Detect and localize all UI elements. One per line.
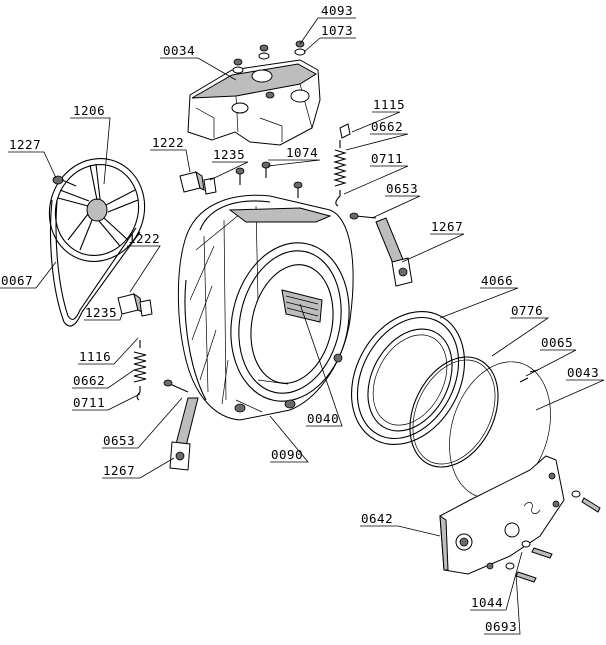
part-labels: 4093 1073 0034 1206 1115 0662 1227 1222 …	[1, 3, 599, 634]
label-1267-lower: 1267	[103, 463, 135, 478]
label-0065: 0065	[541, 335, 573, 350]
label-0653-lower: 0653	[103, 433, 135, 448]
label-0653-upper: 0653	[386, 181, 418, 196]
label-1227: 1227	[9, 137, 41, 152]
label-1235-lower: 1235	[85, 305, 117, 320]
label-1235-upper: 1235	[213, 147, 245, 162]
label-0642: 0642	[361, 511, 393, 526]
label-0776: 0776	[511, 303, 543, 318]
label-0043: 0043	[567, 365, 599, 380]
hinge-screws	[505, 490, 601, 583]
label-1116: 1116	[79, 349, 111, 364]
leader-lines	[0, 17, 605, 635]
label-0090: 0090	[271, 447, 303, 462]
shock-absorber-right	[349, 212, 413, 287]
label-1074: 1074	[286, 145, 318, 160]
label-1044: 1044	[471, 595, 503, 610]
label-0662-upper: 0662	[371, 119, 403, 134]
label-1206: 1206	[73, 103, 105, 118]
suspension-spring-left	[133, 340, 147, 401]
door-gasket	[350, 310, 466, 446]
label-0693: 0693	[485, 619, 517, 634]
label-0711-upper: 0711	[371, 151, 403, 166]
label-1115: 1115	[373, 97, 405, 112]
drive-belt	[49, 199, 141, 327]
label-0034: 0034	[163, 43, 195, 58]
label-1267-upper: 1267	[431, 219, 463, 234]
pulley-screw	[52, 175, 77, 187]
door-hinge-bracket	[439, 455, 565, 575]
label-1222-lower: 1222	[128, 231, 160, 246]
counterweight-part	[187, 59, 321, 146]
label-4093: 4093	[321, 3, 353, 18]
label-0662-lower: 0662	[73, 373, 105, 388]
label-1073: 1073	[321, 23, 353, 38]
suspension-spring-right	[333, 123, 351, 207]
shock-pad-upper	[179, 170, 217, 195]
washer-tub	[177, 194, 354, 421]
drum-pulley	[48, 158, 146, 262]
label-4066: 4066	[481, 273, 513, 288]
nut-washer-set	[232, 40, 306, 74]
label-0040: 0040	[307, 411, 339, 426]
shock-pad-lower	[117, 292, 153, 317]
tub-screws	[235, 161, 303, 198]
label-0711-lower: 0711	[73, 395, 105, 410]
gasket-clamp-ring	[409, 356, 499, 468]
shock-absorber-left	[163, 379, 199, 471]
label-1222-upper: 1222	[152, 135, 184, 150]
label-0067: 0067	[1, 273, 33, 288]
